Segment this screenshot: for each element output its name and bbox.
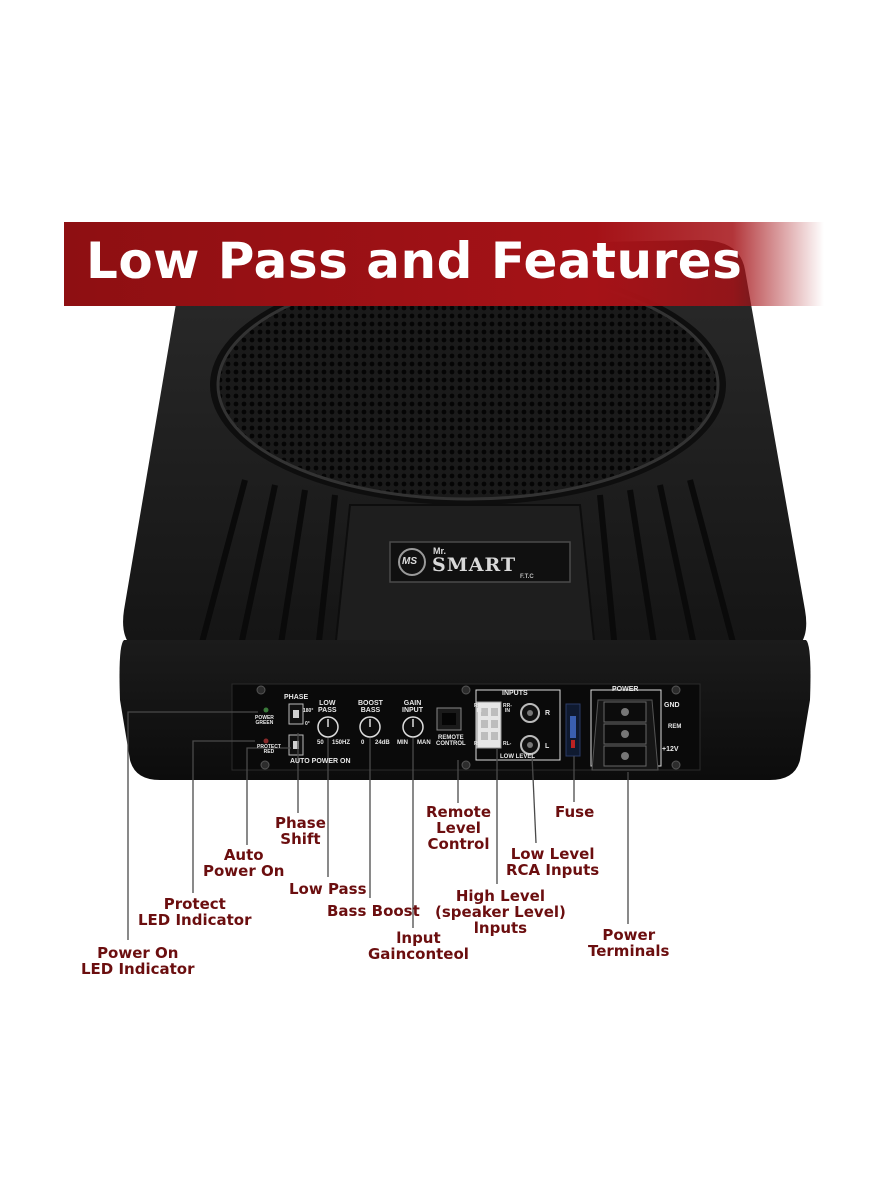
callout-bass-boost: Bass Boost [327, 902, 420, 920]
panel-label-l: L [545, 743, 550, 750]
panel-label-auto-power-on: AUTO POWER ON [290, 758, 351, 765]
panel-label-low-level: LOW LEVEL [500, 754, 535, 760]
callout-remote-level: Remote Level Control [426, 803, 492, 853]
low-pass-knob[interactable] [317, 716, 339, 738]
left-ribs [197, 479, 338, 651]
panel-label-gain-max: MAN [417, 740, 431, 746]
panel-label-phase-180: 180° [303, 708, 314, 714]
brand-logo-badge [398, 548, 426, 576]
power-terminal-block[interactable] [591, 699, 659, 771]
panel-label-rr-minus: RR- IN [503, 703, 512, 714]
panel-label-bass-max: 24dB [375, 740, 390, 746]
panel-label-gnd: GND [664, 702, 680, 709]
callout-leader-lines [127, 711, 629, 940]
power-led [263, 707, 269, 713]
brand-logo-mr: Mr. [433, 546, 447, 556]
protect-led [263, 738, 269, 744]
callout-auto-power-on: Auto Power On [203, 846, 285, 880]
callout-power-terminals: Power Terminals [588, 926, 670, 960]
bass-boost-knob[interactable] [359, 716, 381, 738]
panel-label-rl-minus: RL- [503, 741, 512, 747]
callout-fuse: Fuse [555, 803, 595, 821]
title-banner [64, 222, 824, 306]
panel-label-lp-min: 50 [317, 740, 324, 746]
banner-title: Low Pass and Features [86, 232, 743, 290]
rca-right-jack[interactable] [520, 703, 540, 723]
callout-low-pass: Low Pass [289, 880, 367, 898]
panel-label-inputs: INPUTS [502, 690, 528, 697]
panel-label-bass-min: 0 [361, 740, 365, 746]
rca-left-jack[interactable] [520, 735, 540, 755]
panel-label-phase: PHASE [284, 694, 309, 701]
panel-label-r: R [545, 710, 551, 717]
panel-label-boost-bass: BOOST BASS [358, 700, 383, 714]
panel-label-gain-min: MIN [397, 740, 408, 746]
panel-label-low-pass: LOW PASS [318, 700, 337, 714]
panel-label-power-green: POWER GREEN [255, 715, 274, 726]
right-ribs [597, 479, 738, 651]
brand-logo-smart: SMART [432, 554, 517, 576]
panel-label-rl-plus: RL+ [474, 741, 484, 747]
callout-protect-led: Protect LED Indicator [138, 895, 252, 929]
panel-label-lp-max: 150HZ [332, 740, 351, 746]
callout-phase-shift: Phase Shift [275, 814, 326, 848]
callout-input-gain: lnput Gainconteol [368, 929, 469, 963]
gain-knob[interactable] [402, 716, 424, 738]
panel-label-rem: REM [668, 724, 682, 730]
callout-high-level: High Level (speaker Level) lnputs [435, 887, 566, 937]
brand-logo-ftc: F.T.C [520, 574, 534, 580]
panel-label-12v: +12V [662, 746, 679, 753]
panel-label-protect-red: PROTECT RED [257, 744, 281, 755]
panel-label-power: POWER [612, 686, 639, 693]
panel-label-phase-0: 0° [305, 721, 310, 727]
panel-label-gain-input: GAIN INPUT [402, 700, 423, 714]
brand-logo-badge-text: MS [402, 556, 417, 567]
callout-low-level-rca: Low Level RCA Inputs [506, 845, 600, 879]
callout-power-on-led: Power On LED Indicator [81, 944, 195, 978]
panel-label-remote-control: REMOTE CONTROL [436, 735, 466, 747]
panel-label-rr-plus: RR+ IN [474, 703, 485, 714]
